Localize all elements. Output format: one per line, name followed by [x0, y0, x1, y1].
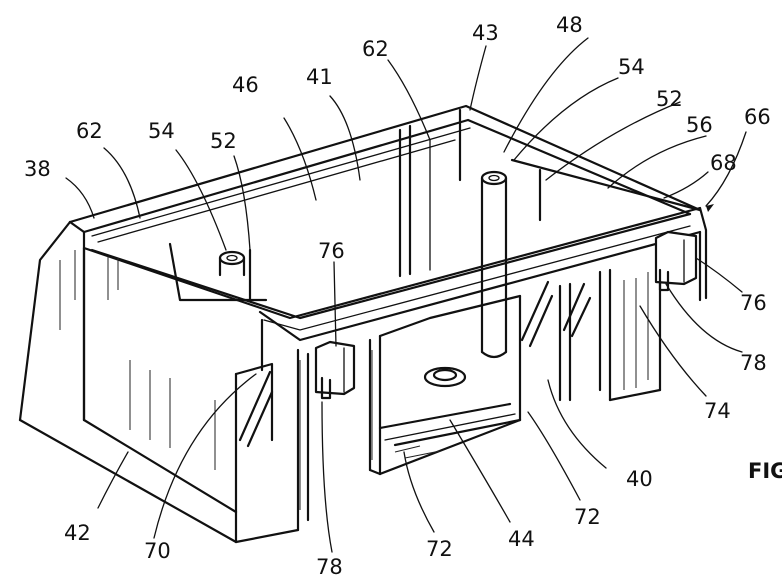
numeral-40: 40	[626, 467, 653, 491]
numeral-44: 44	[508, 527, 535, 551]
numeral-56: 56	[686, 113, 713, 137]
numeral-72-bottom: 72	[426, 537, 453, 561]
numeral-62-top: 62	[362, 37, 389, 61]
numeral-62-left: 62	[76, 119, 103, 143]
reference-numerals: 38 62 54 52 46 41 62 43 48 54 52 56 66 6…	[24, 13, 782, 579]
numeral-46: 46	[232, 73, 259, 97]
numeral-72-right: 72	[574, 505, 601, 529]
numeral-54-right: 54	[618, 55, 645, 79]
numeral-52-right: 52	[656, 87, 683, 111]
numeral-66: 66	[744, 105, 771, 129]
numeral-38: 38	[24, 157, 51, 181]
numeral-70: 70	[144, 539, 171, 563]
numeral-76-right: 76	[740, 291, 767, 315]
numeral-74: 74	[704, 399, 731, 423]
numeral-42: 42	[64, 521, 91, 545]
numeral-43: 43	[472, 21, 499, 45]
numeral-54-left: 54	[148, 119, 175, 143]
numeral-78-right: 78	[740, 351, 767, 375]
numeral-48: 48	[556, 13, 583, 37]
numeral-78-bottom: 78	[316, 555, 343, 579]
numeral-68: 68	[710, 151, 737, 175]
numeral-76-front: 76	[318, 239, 345, 263]
figure-label: FIG	[748, 459, 782, 483]
numeral-41: 41	[306, 65, 333, 89]
numeral-52-left: 52	[210, 129, 237, 153]
